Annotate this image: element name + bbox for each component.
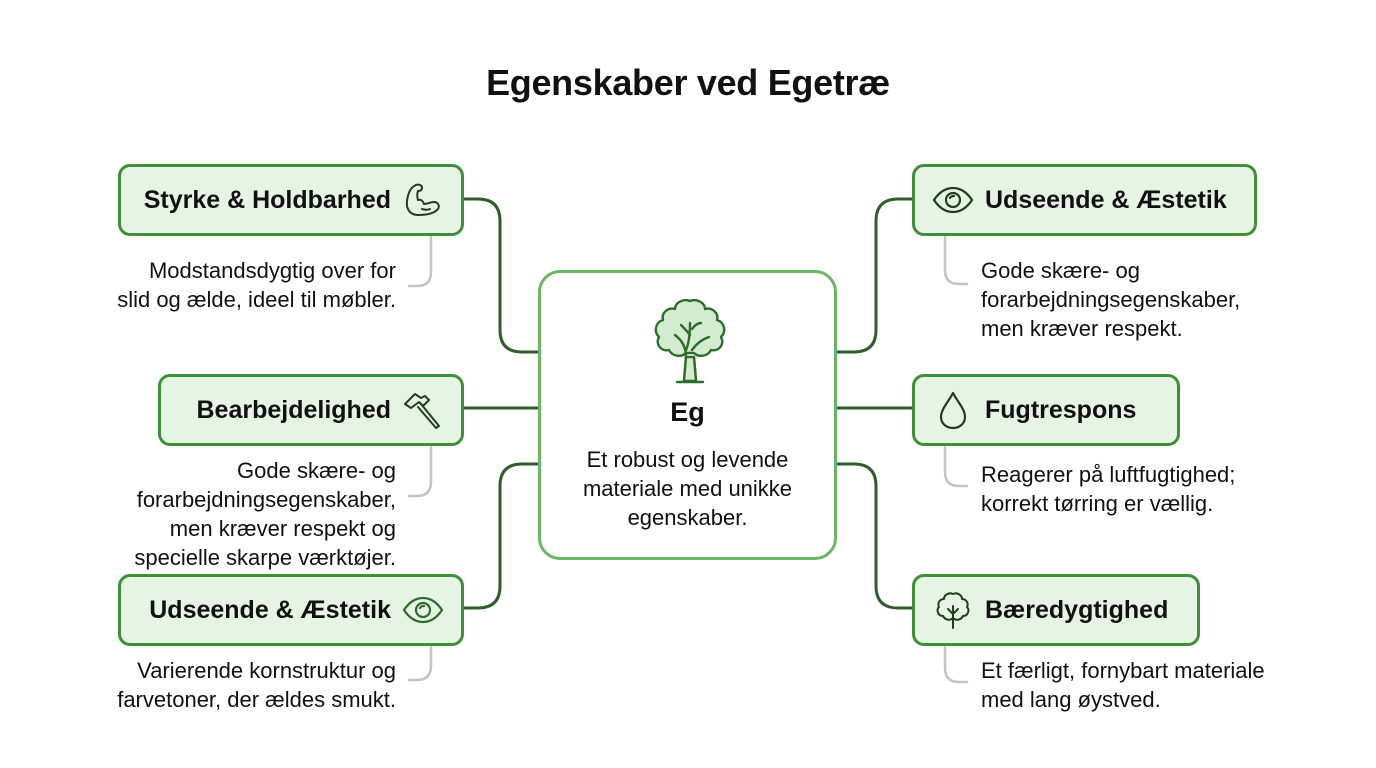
desc-connector-right-3: [943, 642, 969, 684]
desc-connector-left-3: [407, 642, 433, 682]
desc-connector-right-1: [943, 234, 969, 286]
hammer-icon: [401, 388, 445, 432]
connector-left-bottom: [461, 462, 540, 610]
branch-appearance-aesthetics-right[interactable]: Udseende & Æstetik: [912, 164, 1257, 236]
desc-connector-left-2: [407, 442, 433, 498]
branch-appearance-aesthetics-left[interactable]: Udseende & Æstetik: [118, 574, 464, 646]
connector-right-bottom: [835, 462, 915, 610]
central-node-oak[interactable]: Eg Et robust og levende materiale med un…: [538, 270, 837, 560]
branch-description: Varierende kornstruktur og farvetoner, d…: [117, 658, 396, 712]
branch-moisture-response[interactable]: Fugtrespons: [912, 374, 1180, 446]
eye-icon: [401, 588, 445, 632]
connector-right-top: [835, 197, 915, 354]
branch-label: Styrke & Holdbarhed: [143, 185, 391, 214]
desc-connector-right-2: [943, 442, 969, 488]
central-node-description: Et robust og levende materiale med unikk…: [582, 447, 793, 530]
desc-connector-left-1: [407, 234, 433, 288]
branch-workability[interactable]: Bearbejdelighed: [158, 374, 464, 446]
water-drop-icon: [931, 388, 975, 432]
branch-label: Bearbejdelighed: [196, 395, 392, 424]
oak-tree-icon: [654, 298, 726, 384]
branch-description: Et færligt, fornybart materiale med lang…: [981, 658, 1265, 712]
tree-icon: [931, 588, 975, 632]
branch-label: Bæredygtighed: [985, 595, 1169, 624]
branch-description: Modstandsdygtig over for slid og ælde, i…: [117, 258, 396, 312]
branch-label: Fugtrespons: [985, 395, 1137, 424]
branch-description: Gode skære- og forarbejdningsegenskaber,…: [134, 458, 396, 570]
connector-left-top: [461, 197, 540, 354]
branch-strength-durability[interactable]: Styrke & Holdbarhed: [118, 164, 464, 236]
eye-icon: [931, 178, 975, 222]
branch-label: Udseende & Æstetik: [985, 185, 1227, 214]
central-node-title: Eg: [670, 397, 705, 427]
branch-label: Udseende & Æstetik: [149, 595, 391, 624]
flexed-arm-icon: [401, 178, 445, 222]
branch-description: Gode skære- og forarbejdningsegenskaber,…: [981, 258, 1241, 341]
branch-description: Reagerer på luftfugtighed; korrekt tørri…: [981, 462, 1236, 516]
branch-sustainability[interactable]: Bæredygtighed: [912, 574, 1200, 646]
diagram-title: Egenskaber ved Egetræ: [486, 62, 890, 103]
